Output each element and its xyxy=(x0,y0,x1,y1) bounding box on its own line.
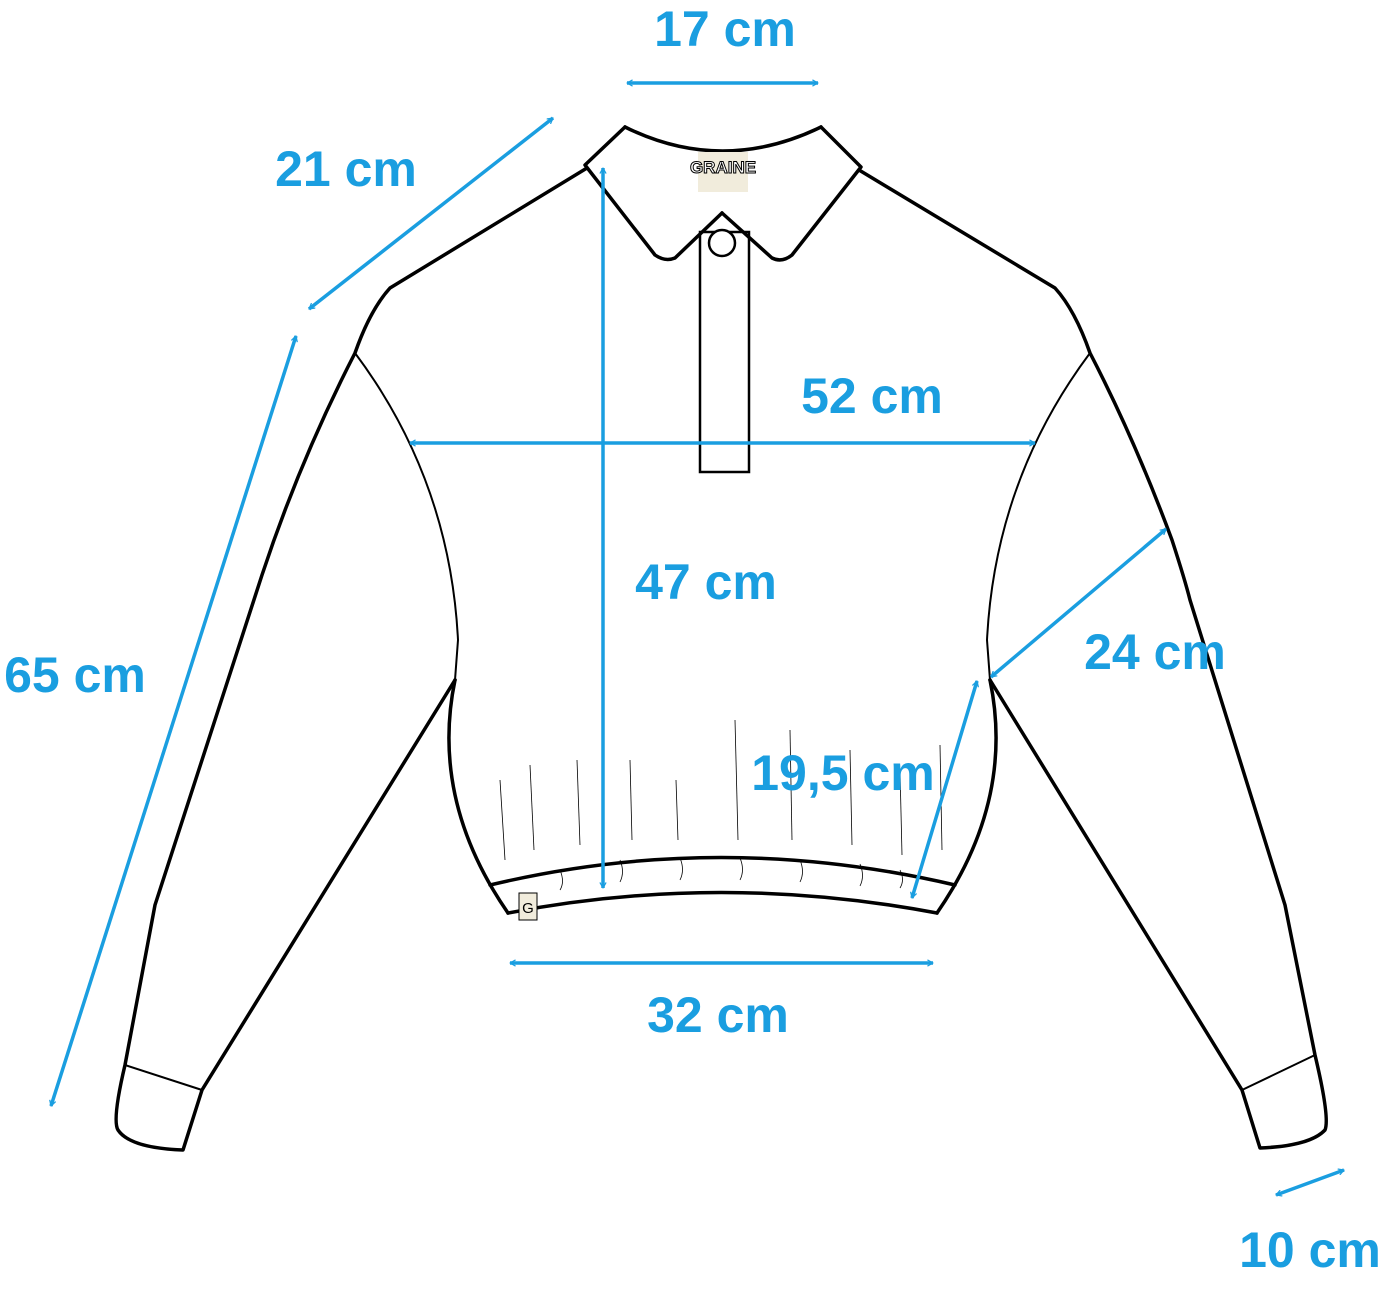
brand-logo: GRAINE xyxy=(690,158,756,177)
placket xyxy=(698,230,751,474)
sweater-drawing: GRAINE G xyxy=(114,125,1328,1152)
right-collar xyxy=(720,125,863,262)
brand-label xyxy=(698,152,748,192)
left-armhole-seam xyxy=(354,352,460,681)
side-length-label: 19,5 cm xyxy=(751,745,934,801)
sleeve-length-label: 65 cm xyxy=(4,647,146,703)
button xyxy=(707,228,737,258)
shoulder-label: 21 cm xyxy=(275,141,417,197)
left-collar xyxy=(583,125,724,262)
armhole-label: 24 cm xyxy=(1084,624,1226,680)
right-armhole-seam xyxy=(985,352,1091,681)
right-sleeve-outline xyxy=(857,168,1328,1150)
left-cuff-seam xyxy=(124,1064,203,1091)
cuff-width-label: 10 cm xyxy=(1239,1222,1381,1278)
left-body-side xyxy=(447,678,510,915)
measurement-arrows xyxy=(51,83,1344,1197)
hem-band-bottom xyxy=(506,890,939,915)
measurement-labels: 17 cm 21 cm 65 cm 47 cm 52 cm 24 cm 19,5… xyxy=(4,1,1381,1278)
hem-band-top xyxy=(488,855,957,887)
elastic-gathers xyxy=(499,719,943,891)
hem-width-label: 32 cm xyxy=(647,987,789,1043)
neckline xyxy=(623,125,823,153)
shoulder-arrow xyxy=(307,116,555,311)
sleeve-length-arrow xyxy=(51,336,296,1106)
chest-width-label: 52 cm xyxy=(801,368,943,424)
collar-width-label: 17 cm xyxy=(654,1,796,57)
armhole-arrow xyxy=(989,527,1168,679)
cuff-width-arrow xyxy=(1276,1168,1344,1197)
left-sleeve-outline xyxy=(114,166,589,1152)
right-cuff-seam xyxy=(1241,1054,1316,1091)
hem-tag-letter: G xyxy=(522,900,534,917)
side-length-arrow xyxy=(912,681,977,898)
hem-tag xyxy=(518,892,538,921)
body-length-label: 47 cm xyxy=(635,554,777,610)
